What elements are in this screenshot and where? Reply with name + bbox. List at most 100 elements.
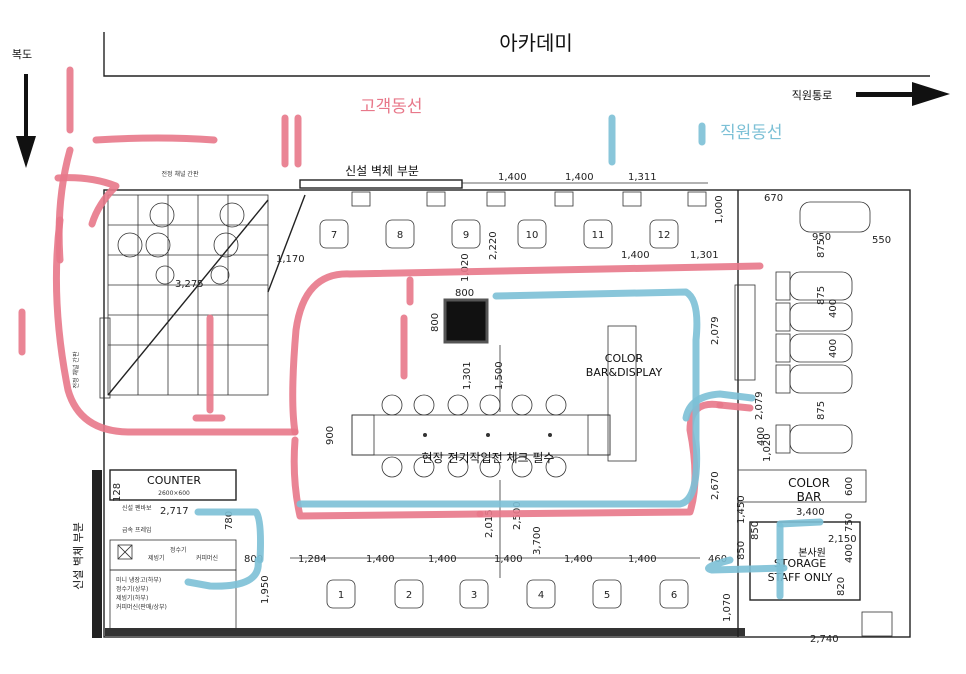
station-number: 10 — [526, 230, 539, 241]
dim-text: 400 — [828, 339, 839, 358]
dim-text: 2,150 — [828, 534, 857, 545]
top-chair-7 — [319, 219, 349, 249]
dim-text: 1,170 — [276, 254, 305, 265]
top-station-row: 7 8 9 10 11 12 — [319, 191, 707, 249]
dim-text: 1,400 — [498, 172, 527, 183]
new-wall-top-label: 신설 벽체 부분 — [345, 164, 419, 178]
dim-text: 1,400 — [494, 554, 523, 565]
bottom-chair-2 — [394, 579, 424, 609]
corridor-label: 복도 — [12, 48, 32, 61]
station-number: 5 — [604, 590, 610, 601]
dim-text: 1,400 — [428, 554, 457, 565]
side-small-label: 급속 프레임 — [122, 526, 152, 534]
dim-text: 2,220 — [488, 231, 499, 260]
dim-text: 800 — [430, 313, 441, 332]
dim-text: 3,700 — [532, 526, 543, 555]
dim-text: 1,070 — [722, 593, 733, 622]
top-mirror-3 — [486, 191, 506, 207]
color-bar-display-counter — [607, 325, 637, 462]
side-window — [99, 317, 111, 399]
counter-size-label: 2600×600 — [158, 490, 190, 497]
top-chair-9 — [451, 219, 481, 249]
dim-text: 2,015 — [484, 509, 495, 538]
academy-wall — [103, 32, 930, 77]
top-mirror-2 — [426, 191, 446, 207]
amenity-block — [109, 539, 237, 631]
dim-text: 400 — [756, 427, 767, 446]
dim-text: 2,079 — [710, 316, 721, 345]
dim-text: 1,301 — [690, 250, 719, 261]
color-bar-display-label: COLOR — [605, 352, 644, 365]
dim-text: 750 — [844, 513, 855, 532]
side-small-label: 제빙기 — [148, 554, 165, 562]
color-bar-label: BAR — [797, 490, 822, 504]
bottom-chair-4 — [526, 579, 556, 609]
station-number: 4 — [538, 590, 544, 601]
dim-text: 875 — [816, 401, 827, 420]
dim-text: 2,740 — [810, 634, 839, 645]
top-chair-11 — [583, 219, 613, 249]
bottom-chair-1 — [326, 579, 356, 609]
dim-text: 900 — [325, 426, 336, 445]
dim-text: 875 — [816, 239, 827, 258]
side-small-label: 정수기(상부) — [116, 585, 148, 593]
dim-text: 550 — [872, 235, 891, 246]
bottom-station-row: 1 2 3 4 5 6 — [326, 579, 689, 609]
corridor-arrow-icon — [16, 74, 36, 168]
dim-text: 670 — [764, 193, 783, 204]
dim-text: 780 — [224, 511, 235, 530]
academy-label: 아카데미 — [499, 31, 573, 55]
dim-text: 460 — [708, 554, 727, 565]
dim-text: 1,284 — [298, 554, 327, 565]
dim-text: 3,400 — [796, 507, 825, 518]
bottom-wall-band — [105, 628, 745, 636]
new-wall-left-strip — [92, 470, 102, 638]
dim-text: 875 — [816, 286, 827, 305]
dim-text: 1,301 — [462, 361, 473, 390]
station-number: 6 — [671, 590, 677, 601]
dim-text: 1,950 — [260, 575, 271, 604]
color-bar-counter — [737, 469, 867, 503]
side-small-label: 커피머신(판매/상부) — [116, 603, 167, 611]
station-number: 11 — [592, 230, 605, 241]
dim-text: 1,000 — [714, 195, 725, 224]
counter-label: COUNTER — [147, 474, 201, 487]
dim-text: 1,311 — [628, 172, 657, 183]
dim-text: 2,717 — [160, 506, 189, 517]
bottom-chair-3 — [459, 579, 489, 609]
color-bar-display-label: BAR&DISPLAY — [586, 366, 663, 379]
corner-fixture — [861, 611, 893, 637]
dim-text: 1,400 — [565, 172, 594, 183]
new-wall-left-label: 신설 벽체 부분 — [72, 522, 85, 590]
side-small-label: 제빙기(하부) — [116, 594, 148, 602]
top-mirror-5 — [622, 191, 642, 207]
top-mirror-1 — [351, 191, 371, 207]
dim-text: 1,020 — [460, 253, 471, 282]
dim-text: 2,670 — [710, 471, 721, 500]
staff-flow-path — [184, 114, 824, 600]
bottom-chair-5 — [592, 579, 622, 609]
side-window-label: 전정 채널 간판 — [72, 351, 80, 388]
top-mirror-6 — [687, 191, 707, 207]
dim-text: 600 — [844, 477, 855, 496]
office-handwritten-label: 본사원 — [798, 547, 826, 559]
top-chair-12 — [649, 219, 679, 249]
dim-text: 950 — [812, 232, 831, 243]
color-bar-label: COLOR — [788, 476, 830, 490]
dim-text: 800 — [455, 288, 474, 299]
counter — [109, 469, 237, 501]
dim-text: 1,400 — [564, 554, 593, 565]
dim-text: 1,450 — [736, 495, 747, 524]
dim-text: 3,275 — [175, 279, 204, 290]
customer-flow-label: 고객동선 — [360, 97, 423, 117]
dim-text: 1,400 — [621, 250, 650, 261]
top-chair-8 — [385, 219, 415, 249]
dim-text: 850 — [750, 521, 761, 540]
staff-passage-arrow-icon — [856, 82, 950, 106]
entrance-area — [107, 194, 306, 396]
central-column — [443, 298, 489, 344]
dim-text: 400 — [828, 299, 839, 318]
store-outline — [103, 189, 911, 638]
side-small-label: 미니 냉장고(하부) — [116, 576, 161, 584]
